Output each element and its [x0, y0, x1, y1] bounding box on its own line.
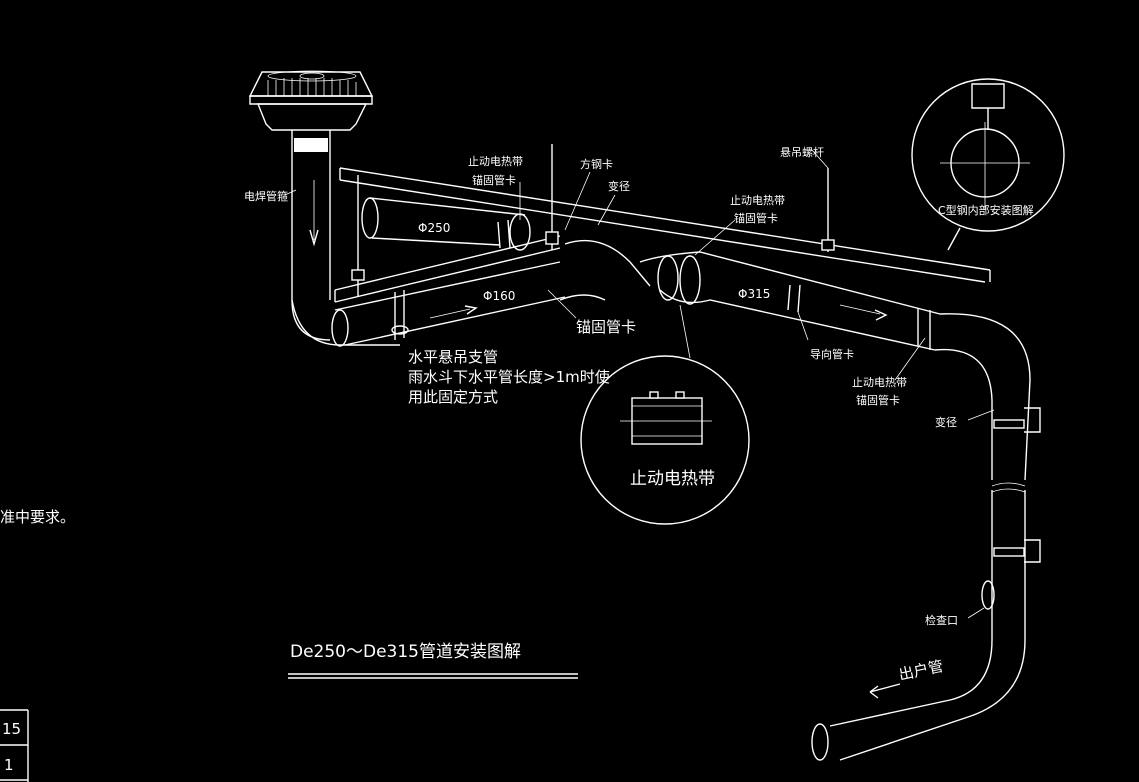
pipe-phi160 — [331, 261, 566, 347]
detail-stop-band-label: 止动电热带 — [630, 469, 715, 489]
label-weld-sleeve: 电焊管箍 — [244, 189, 288, 203]
label-phi160: Φ160 — [483, 289, 515, 303]
label-stop-band-2: 止动电热带 — [730, 194, 785, 207]
note-line-1: 水平悬吊支管 — [408, 348, 498, 366]
label-c-steel-detail: C型钢内部安装图解 — [938, 203, 1034, 217]
table-fragment: 15 1 — [0, 709, 29, 782]
table-cell-2: 1 — [4, 756, 14, 774]
title-underline — [288, 673, 578, 679]
label-phi315: Φ315 — [738, 287, 770, 301]
label-outlet-pipe: 出户管 — [897, 657, 945, 684]
label-hang-rod: 悬吊螺杆 — [780, 145, 824, 159]
detail-c-steel — [911, 78, 1065, 251]
label-anchor-4: 锚固管卡 — [856, 393, 900, 407]
label-reducer-2: 变径 — [935, 415, 957, 429]
table-cell-1: 15 — [2, 720, 21, 738]
label-anchor-1: 锚固管卡 — [472, 173, 516, 187]
label-guide-clamp: 导向管卡 — [810, 347, 854, 361]
label-stop-band-3: 止动电热带 — [852, 376, 907, 389]
rain-hopper — [248, 70, 374, 131]
label-square-clamp: 方钢卡 — [580, 157, 613, 171]
drawing-title: De250～De315管道安装图解 — [290, 642, 521, 662]
pipe-phi315 — [559, 239, 941, 351]
downpipe-left — [291, 130, 400, 346]
label-stop-band-1: 止动电热带 — [468, 155, 523, 168]
label-anchor-3: 锚固管卡 — [576, 318, 636, 336]
hang-rods — [351, 144, 835, 296]
label-reducer-1: 变径 — [608, 179, 630, 193]
pipe-phi250 — [361, 197, 531, 251]
label-phi250: Φ250 — [418, 221, 450, 235]
left-note: 准中要求。 — [0, 508, 75, 526]
hanger-beams — [334, 167, 991, 303]
downpipe-right — [811, 313, 1041, 761]
label-anchor-2: 锚固管卡 — [734, 211, 778, 225]
detail-stop-band: 止动电热带 — [580, 304, 750, 525]
note-line-3: 用此固定方式 — [408, 388, 498, 406]
label-inspection-port: 检查口 — [925, 613, 958, 627]
leader-lines — [284, 149, 995, 699]
note-line-2: 雨水斗下水平管长度>1m时使 — [408, 368, 610, 386]
